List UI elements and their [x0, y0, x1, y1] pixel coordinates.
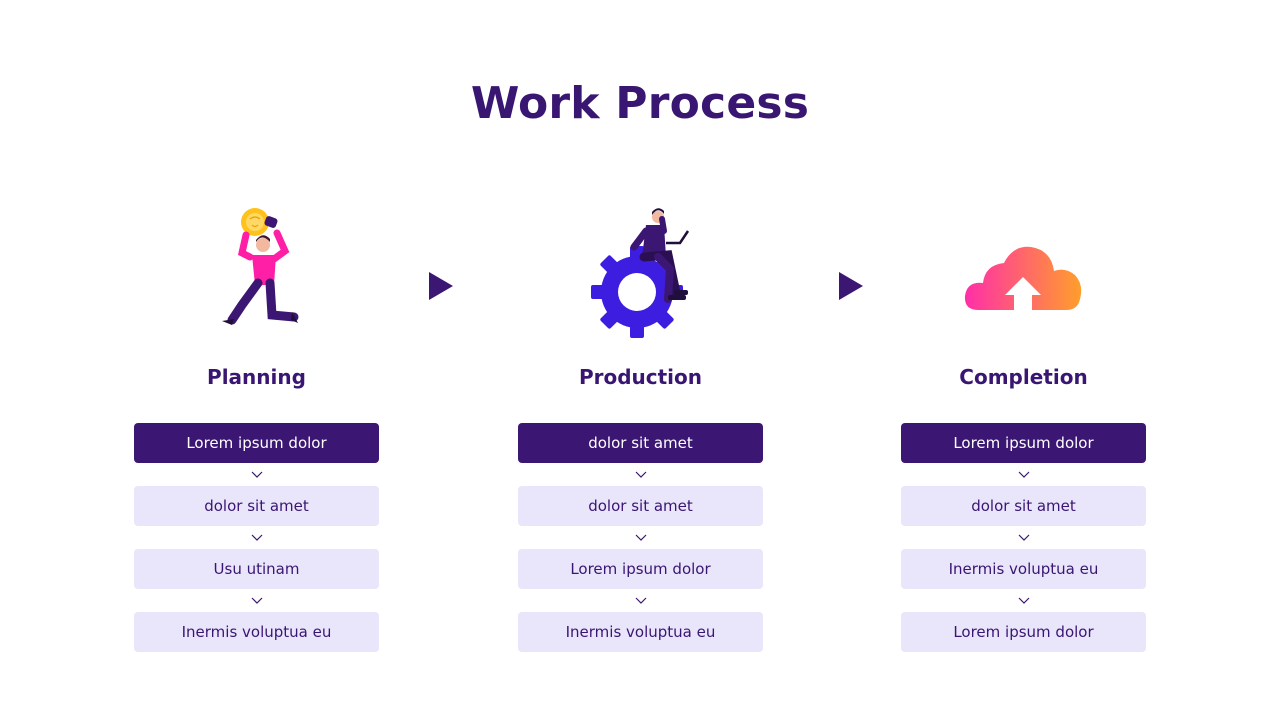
cloud-upload-icon: [901, 195, 1146, 345]
stage-completion: Completion Lorem ipsum dolor dolor sit a…: [901, 195, 1146, 652]
stage-title: Production: [578, 365, 703, 389]
page-title: Work Process: [470, 78, 810, 129]
step-list: Lorem ipsum dolor dolor sit amet Usu uti…: [134, 423, 379, 652]
stage-planning: Planning Lorem ipsum dolor dolor sit ame…: [134, 195, 379, 652]
person-lightbulb-illustration: [134, 195, 379, 345]
step-item: Inermis voluptua eu: [518, 612, 763, 652]
chevron-down-icon: [901, 589, 1146, 612]
step-item: Inermis voluptua eu: [134, 612, 379, 652]
stage-title: Planning: [207, 365, 306, 389]
chevron-down-icon: [134, 589, 379, 612]
chevron-down-icon: [518, 589, 763, 612]
chevron-down-icon: [518, 526, 763, 549]
step-item: dolor sit amet: [518, 423, 763, 463]
step-item: Lorem ipsum dolor: [134, 423, 379, 463]
chevron-down-icon: [134, 526, 379, 549]
chevron-down-icon: [901, 526, 1146, 549]
step-item: dolor sit amet: [134, 486, 379, 526]
step-item: Inermis voluptua eu: [901, 549, 1146, 589]
play-arrow-icon: [429, 272, 455, 304]
step-item: Lorem ipsum dolor: [901, 423, 1146, 463]
chevron-down-icon: [134, 463, 379, 486]
step-item: Lorem ipsum dolor: [901, 612, 1146, 652]
step-item: dolor sit amet: [518, 486, 763, 526]
play-arrow-icon: [839, 272, 865, 304]
person-gear-illustration: [518, 195, 763, 345]
step-item: dolor sit amet: [901, 486, 1146, 526]
step-list: Lorem ipsum dolor dolor sit amet Inermis…: [901, 423, 1146, 652]
chevron-down-icon: [518, 463, 763, 486]
step-list: dolor sit amet dolor sit amet Lorem ipsu…: [518, 423, 763, 652]
stage-title: Completion: [959, 365, 1088, 389]
stage-production: Production dolor sit amet dolor sit amet…: [518, 195, 763, 652]
step-item: Usu utinam: [134, 549, 379, 589]
chevron-down-icon: [901, 463, 1146, 486]
step-item: Lorem ipsum dolor: [518, 549, 763, 589]
